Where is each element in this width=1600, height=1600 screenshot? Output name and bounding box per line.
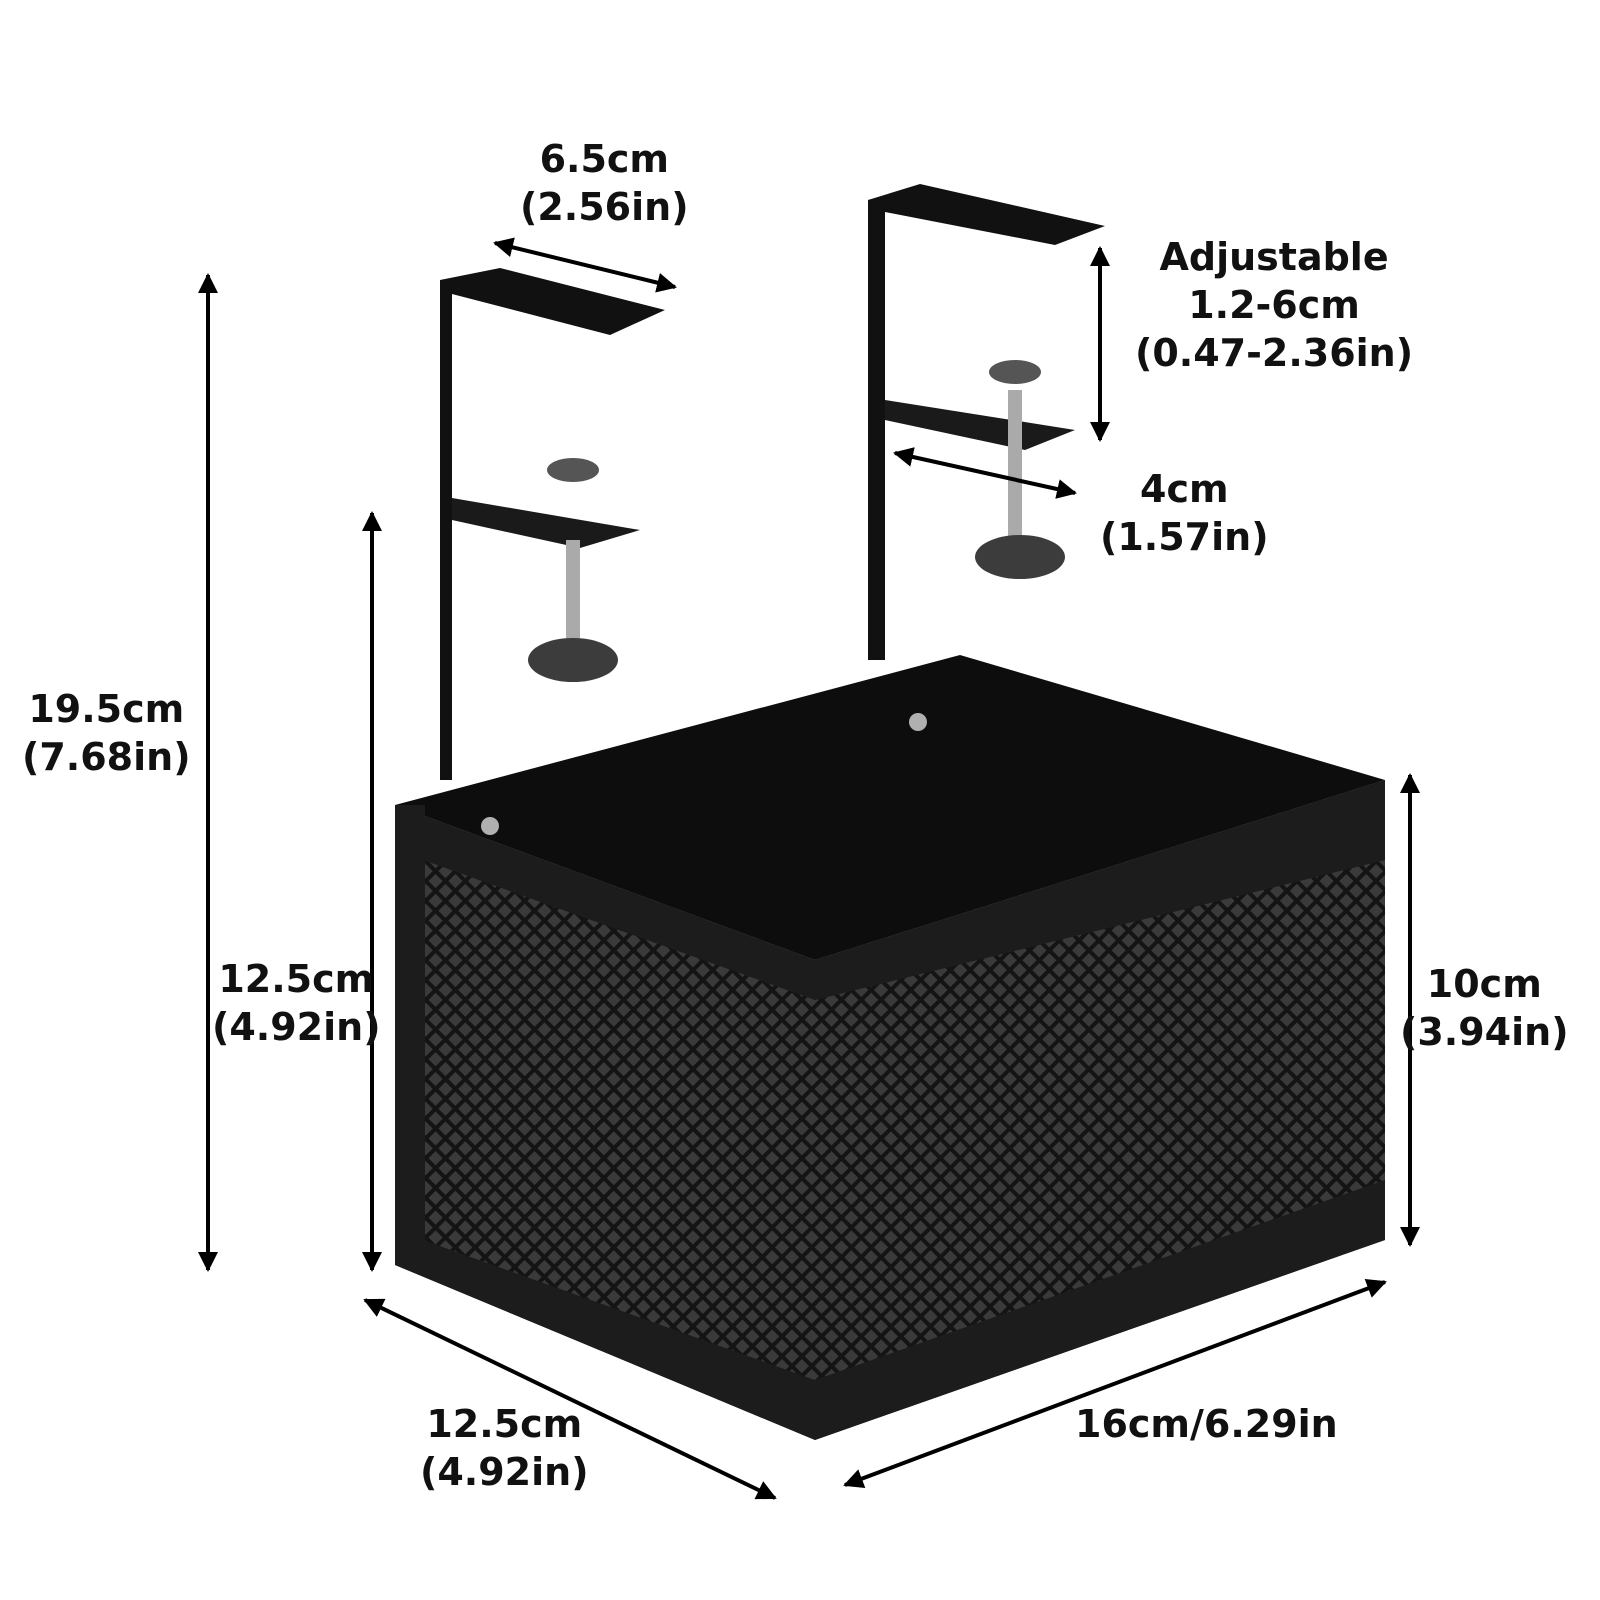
label-cm: 19.5cm — [28, 687, 185, 731]
label-cm: 4cm — [1140, 467, 1229, 511]
label-in: (3.94in) — [1400, 1010, 1569, 1054]
label-in: (7.68in) — [22, 735, 191, 779]
label-in: (4.92in) — [420, 1450, 589, 1494]
label-length: 16cm/6.29in — [1075, 1400, 1338, 1448]
label-basket-height: 10cm (3.94in) — [1400, 960, 1569, 1056]
label-in: (0.47-2.36in) — [1135, 331, 1414, 375]
label-cm: 12.5cm — [218, 957, 375, 1001]
label-title: Adjustable — [1159, 235, 1389, 279]
label-cm: 6.5cm — [539, 137, 669, 181]
label-cm: 1.2-6cm — [1188, 283, 1360, 327]
label-in: (4.92in) — [212, 1005, 381, 1049]
label-clamp-depth: 4cm (1.57in) — [1100, 465, 1269, 561]
label-text: 16cm/6.29in — [1075, 1402, 1338, 1446]
label-adjustable: Adjustable 1.2-6cm (0.47-2.36in) — [1135, 233, 1413, 377]
label-in: (2.56in) — [520, 185, 689, 229]
label-top-width: 6.5cm (2.56in) — [520, 135, 689, 231]
label-cm: 12.5cm — [426, 1402, 583, 1446]
left-hook — [440, 268, 665, 780]
dimension-arrows — [198, 237, 1420, 1500]
label-hook-height: 12.5cm (4.92in) — [212, 955, 381, 1051]
label-in: (1.57in) — [1100, 515, 1269, 559]
label-depth: 12.5cm (4.92in) — [420, 1400, 589, 1496]
label-cm: 10cm — [1426, 962, 1542, 1006]
mesh-basket — [395, 655, 1385, 1440]
right-hook — [868, 184, 1105, 660]
label-total-height: 19.5cm (7.68in) — [22, 685, 191, 781]
